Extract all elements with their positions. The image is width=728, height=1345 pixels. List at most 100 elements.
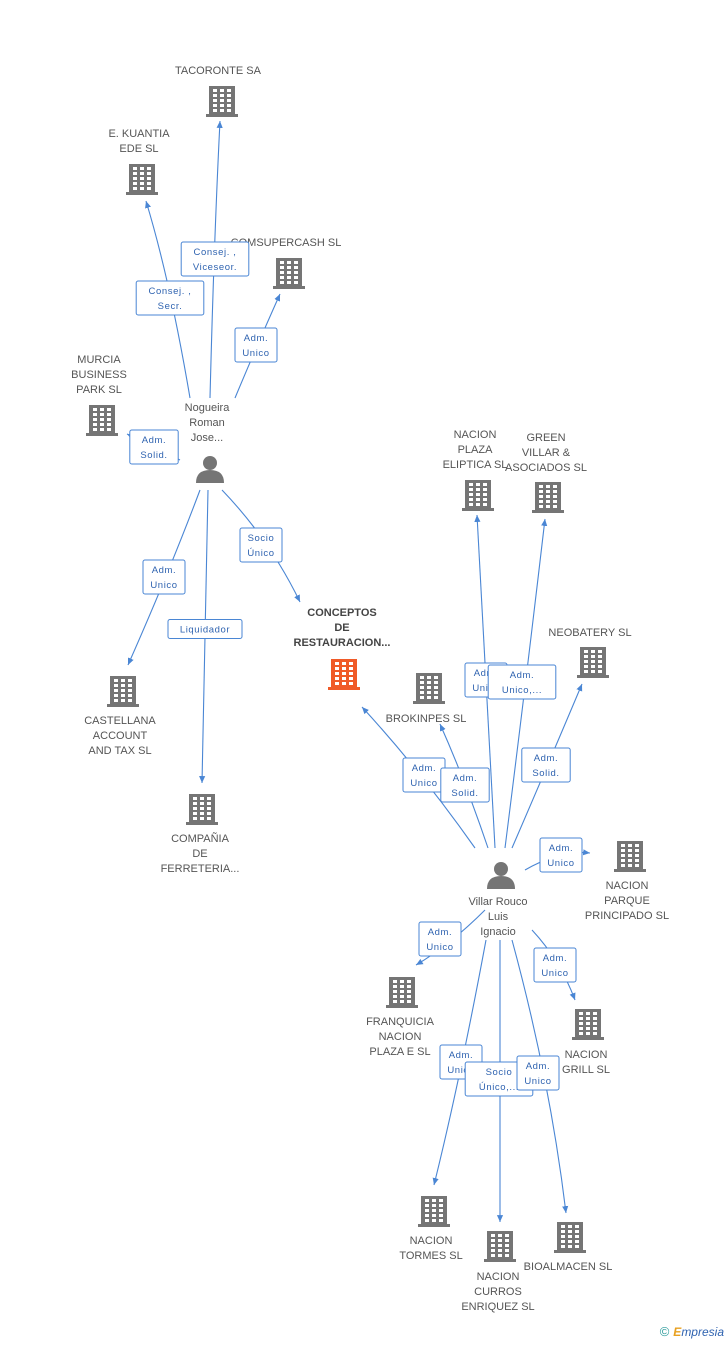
relation-label-nogueira-to-compania[interactable]: Liquidador [167,619,243,639]
comsupercash-label-line: COMSUPERCASH SL [231,237,342,249]
relation-label-text: Unico [472,683,499,694]
nacion_tormes-label-line: NACION [410,1235,453,1247]
nogueira-label-line: Nogueira [185,402,231,414]
entity-nodes: TACORONTE SA E. KUANTIA EDE SL COMSUPERCASH… [71,65,669,1313]
relation-label-nogueira-to-tacoronte[interactable]: Consej. ,Viceseor. [180,241,250,277]
relation-label-text: Unico,... [502,685,542,696]
conceptos-label-line: CONCEPTOS [307,607,376,619]
nacion_tormes-label-line: TORMES SL [399,1250,462,1262]
brokinpes-label-line: BROKINPES SL [386,713,467,725]
relation-label-text: Adm. [549,843,574,854]
relation-label-text: Liquidador [180,625,230,636]
relation-label-text: Socio [486,1067,513,1078]
relation-label-text: Único,... [479,1082,519,1093]
conceptos-label-line: RESTAURACION... [294,637,391,649]
relation-label-text: Unico [150,580,177,591]
tacoronte-label-line: TACORONTE SA [175,65,262,77]
nacion_curros-building-icon[interactable] [484,1231,516,1262]
relation-label-text: Solid. [140,450,167,461]
nacion_grill-building-icon[interactable] [572,1009,604,1040]
nacion_grill-label-line: NACION [565,1049,608,1061]
relation-label-text: Adm. [244,333,269,344]
villar-label-line: Ignacio [480,926,515,938]
ekuantia-label-line: EDE SL [119,143,158,155]
relation-label-text: Socio [248,533,275,544]
ekuantia-building-icon[interactable] [126,164,158,195]
relation-label-text: Solid. [451,788,478,799]
relation-label-text: Secr. [158,301,183,312]
relation-label-villar-to-green_villar[interactable]: Adm.Unico,... [487,664,557,700]
relation-label-nogueira-to-comsupercash[interactable]: Adm. Unico [234,327,278,363]
relation-label-text: Unico [242,348,269,359]
neobatery-label-line: NEOBATERY SL [548,627,631,639]
nacion_grill-label-line: GRILL SL [562,1064,610,1076]
green_villar-label-line: ASOCIADOS SL [505,462,587,474]
murcia-building-icon[interactable] [86,405,118,436]
nacion_eliptica-building-icon[interactable] [462,480,494,511]
nogueira-label-line: Jose... [191,432,223,444]
relation-label-villar-to-bioalmacen[interactable]: Adm. Unico [516,1055,560,1091]
villar-label-line: Villar Rouco [468,896,527,908]
relation-label-text: Adm. [526,1061,551,1072]
relation-label-villar-to-nacion_curros[interactable]: SocioÚnico,... [464,1061,534,1097]
relation-label-villar-to-nacion_grill[interactable]: Adm.Unico [533,947,577,983]
nacion_eliptica-label-line: ELIPTICA SL [443,459,508,471]
castellana-label-line: ACCOUNT [93,730,148,742]
nacion_parque-label-line: NACION [606,880,649,892]
brokinpes-building-icon[interactable] [413,673,445,704]
relation-label-text: Adm. [152,565,177,576]
relation-label-text: Unico [524,1076,551,1087]
conceptos-building-icon[interactable] [328,659,360,690]
comsupercash-building-icon[interactable] [273,258,305,289]
relation-label-text: Adm. [474,668,499,679]
relation-label-nogueira-to-ekuantia[interactable]: Consej. ,Secr. [135,280,205,316]
green_villar-building-icon[interactable] [532,482,564,513]
relation-label-text: Solid. [532,768,559,779]
relation-labels: Consej. ,Viceseor.Consej. ,Secr.Adm.Unic… [129,241,583,1097]
brand-logo[interactable]: Empresia [673,1325,724,1339]
relation-label-text: Unico [426,942,453,953]
villar-label-line: Luis [488,911,509,923]
relation-label-text: Adm. [449,1050,474,1061]
relation-label-villar-to-neobatery[interactable]: Adm. Solid. [521,747,571,783]
green_villar-label-line: GREEN [526,432,565,444]
castellana-building-icon[interactable] [107,676,139,707]
compania-label-line: FERRETERIA... [161,863,240,875]
edge-nogueira-to-compania [199,489,209,784]
nacion_curros-label-line: NACION [477,1271,520,1283]
relation-label-nogueira-to-murcia[interactable]: Adm.Solid. [129,429,179,465]
relation-label-villar-to-franquicia[interactable]: Adm. Unico [418,921,462,957]
nacion_parque-building-icon[interactable] [614,841,646,872]
castellana-label-line: AND TAX SL [88,745,151,757]
murcia-label-line: MURCIA [77,354,121,366]
relation-label-villar-to-nacion_parque[interactable]: Adm.Unico [539,837,583,873]
nogueira-person-icon[interactable] [196,456,224,483]
tacoronte-building-icon[interactable] [206,86,238,117]
bioalmacen-label-line: BIOALMACEN SL [524,1261,613,1273]
conceptos-label-line: DE [334,622,349,634]
relation-label-text: Viceseor. [193,262,237,273]
relation-label-text: Adm. [412,763,437,774]
franquicia-label-line: NACION [379,1031,422,1043]
villar-person-icon[interactable] [487,862,515,889]
franquicia-building-icon[interactable] [386,977,418,1008]
relation-label-villar-to-conceptos[interactable]: Adm.Unico [402,757,446,793]
brand-name: mpresia [681,1324,724,1339]
bioalmacen-building-icon[interactable] [554,1222,586,1253]
castellana-label-line: CASTELLANA [84,715,156,727]
nacion_curros-label-line: CURROS [474,1286,522,1298]
green_villar-label-line: VILLAR & [522,447,571,459]
murcia-label-line: BUSINESS [71,369,127,381]
neobatery-building-icon[interactable] [577,647,609,678]
relation-label-text: Unico [447,1065,474,1076]
ekuantia-label-line: E. KUANTIA [108,128,170,140]
nacion_eliptica-label-line: NACION [454,429,497,441]
relation-label-nogueira-to-castellana[interactable]: Adm. Unico [142,559,186,595]
compania-building-icon[interactable] [186,794,218,825]
relation-label-text: Adm. [534,753,559,764]
relation-label-villar-to-brokinpes[interactable]: Adm.Solid. [440,767,490,803]
nacion_tormes-building-icon[interactable] [418,1196,450,1227]
relation-label-text: Adm. [428,927,453,938]
nogueira-label-line: Roman [189,417,224,429]
